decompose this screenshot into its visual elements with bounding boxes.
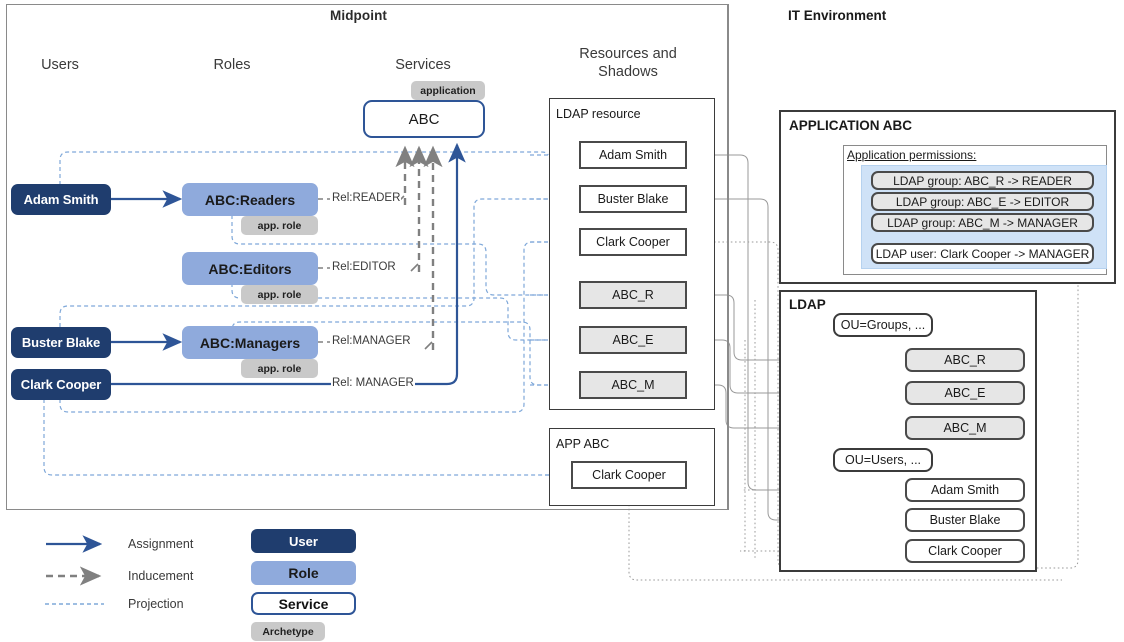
permission-group-abc-m[interactable]: LDAP group: ABC_M -> MANAGER	[871, 213, 1094, 232]
legend-label-inducement: Inducement	[128, 569, 194, 583]
shadow-abc-e[interactable]: ABC_E	[579, 326, 687, 354]
relation-label-reader: Rel:READER	[331, 192, 402, 204]
app-abc-resource-title: APP ABC	[556, 437, 610, 451]
column-title-resources-l1: Resources and	[579, 46, 677, 62]
archetype-badge-readers: app. role	[241, 216, 318, 235]
role-abc-managers[interactable]: ABC:Managers	[182, 326, 318, 359]
ldap-user-adam-smith[interactable]: Adam Smith	[905, 478, 1025, 502]
ldap-resource-title: LDAP resource	[556, 107, 641, 121]
relation-label-manager: Rel:MANAGER	[331, 335, 412, 347]
user-buster-blake[interactable]: Buster Blake	[11, 327, 111, 358]
permission-group-abc-e[interactable]: LDAP group: ABC_E -> EDITOR	[871, 192, 1094, 211]
legend-label-assignment: Assignment	[128, 537, 194, 551]
it-environment-title: IT Environment	[788, 8, 887, 23]
ldap-user-buster-blake[interactable]: Buster Blake	[905, 508, 1025, 532]
midpoint-title: Midpoint	[330, 8, 388, 23]
archetype-badge-application: application	[411, 81, 485, 100]
ldap-directory-title: LDAP	[789, 297, 826, 312]
ou-groups[interactable]: OU=Groups, ...	[833, 313, 933, 337]
legend-chip-archetype: Archetype	[251, 622, 325, 641]
legend-chip-role: Role	[251, 561, 356, 585]
shadow-abc-m[interactable]: ABC_M	[579, 371, 687, 399]
shadow-clark-cooper[interactable]: Clark Cooper	[579, 228, 687, 256]
role-abc-readers[interactable]: ABC:Readers	[182, 183, 318, 216]
legend-chip-user: User	[251, 529, 356, 553]
ou-users[interactable]: OU=Users, ...	[833, 448, 933, 472]
shadow-app-abc-clark-cooper[interactable]: Clark Cooper	[571, 461, 687, 489]
service-abc[interactable]: ABC	[363, 100, 485, 138]
column-title-roles: Roles	[213, 57, 251, 73]
archetype-badge-managers: app. role	[241, 359, 318, 378]
legend-label-projection: Projection	[128, 597, 184, 611]
relation-label-direct-manager: Rel: MANAGER	[331, 377, 415, 389]
application-abc-title: APPLICATION ABC	[789, 118, 912, 133]
user-clark-cooper[interactable]: Clark Cooper	[11, 369, 111, 400]
shadow-adam-smith[interactable]: Adam Smith	[579, 141, 687, 169]
application-permissions-label: Application permissions:	[847, 148, 977, 162]
ldap-group-abc-e[interactable]: ABC_E	[905, 381, 1025, 405]
ldap-group-abc-r[interactable]: ABC_R	[905, 348, 1025, 372]
ldap-user-clark-cooper[interactable]: Clark Cooper	[905, 539, 1025, 563]
section-divider	[728, 4, 729, 510]
column-title-users: Users	[41, 57, 79, 73]
midpoint-frame	[6, 4, 728, 510]
permission-group-abc-r[interactable]: LDAP group: ABC_R -> READER	[871, 171, 1094, 190]
permission-user-clark-cooper[interactable]: LDAP user: Clark Cooper -> MANAGER	[871, 243, 1094, 264]
role-abc-editors[interactable]: ABC:Editors	[182, 252, 318, 285]
relation-label-editor: Rel:EDITOR	[331, 261, 397, 273]
legend-chip-service: Service	[251, 592, 356, 615]
archetype-badge-editors: app. role	[241, 285, 318, 304]
shadow-abc-r[interactable]: ABC_R	[579, 281, 687, 309]
shadow-buster-blake[interactable]: Buster Blake	[579, 185, 687, 213]
user-adam-smith[interactable]: Adam Smith	[11, 184, 111, 215]
ldap-group-abc-m[interactable]: ABC_M	[905, 416, 1025, 440]
column-title-services: Services	[395, 57, 451, 73]
column-title-resources-l2: Shadows	[598, 64, 658, 80]
